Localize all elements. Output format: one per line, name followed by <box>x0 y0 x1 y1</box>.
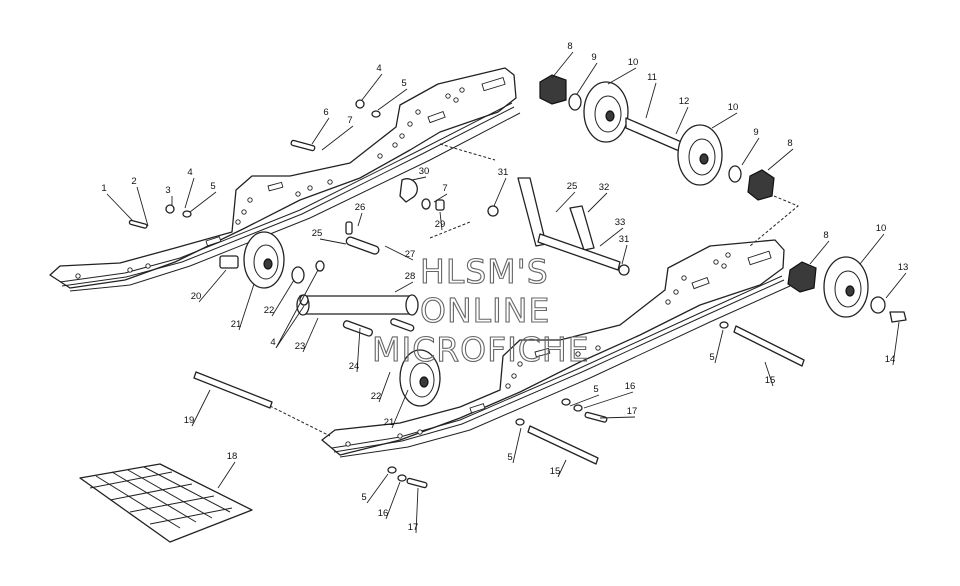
callout-5: 5 <box>401 78 406 89</box>
track-clip-segment <box>79 463 253 543</box>
callout-18: 18 <box>227 451 238 462</box>
watermark: HLSM'S ONLINE MICROFICHE <box>371 251 590 369</box>
callout-21: 21 <box>231 319 242 330</box>
callout-4: 4 <box>187 167 192 178</box>
callout-10: 10 <box>728 102 739 113</box>
callout-25: 25 <box>567 181 578 192</box>
front-idler-assembly <box>787 256 907 323</box>
callout-22: 22 <box>264 305 275 316</box>
callout-13: 13 <box>898 262 909 273</box>
rear-idler-axle-assembly <box>539 74 775 201</box>
alignment-lines <box>269 143 799 437</box>
bearing-right <box>747 169 775 201</box>
callout-7: 7 <box>347 115 352 126</box>
callout-23: 23 <box>295 341 306 352</box>
callout-12: 12 <box>679 96 690 107</box>
callout-5: 5 <box>210 181 215 192</box>
lower-wheels <box>219 231 441 407</box>
callout-31: 31 <box>498 167 509 178</box>
left-rail <box>49 67 521 292</box>
callout-4: 4 <box>376 63 381 74</box>
callout-10: 10 <box>628 57 639 68</box>
callout-1: 1 <box>101 183 106 194</box>
callout-5: 5 <box>593 384 598 395</box>
callout-17: 17 <box>627 406 638 417</box>
callout-26: 26 <box>355 202 366 213</box>
callout-15: 15 <box>765 375 776 386</box>
callout-16: 16 <box>378 508 389 519</box>
callout-22: 22 <box>371 391 382 402</box>
callout-33: 33 <box>615 217 626 228</box>
callout-8: 8 <box>567 41 572 52</box>
callout-8: 8 <box>823 230 828 241</box>
callout-3: 3 <box>165 185 170 196</box>
callout-19: 19 <box>184 415 195 426</box>
watermark-line-2: ONLINE <box>420 291 550 330</box>
right-rail <box>321 239 791 458</box>
callout-25: 25 <box>312 228 323 239</box>
callout-32: 32 <box>599 182 610 193</box>
callout-2: 2 <box>131 176 136 187</box>
callout-6: 6 <box>323 107 328 118</box>
callout-5: 5 <box>507 452 512 463</box>
callout-9: 9 <box>753 127 758 138</box>
callout-7: 7 <box>442 183 447 194</box>
callout-20: 20 <box>191 291 202 302</box>
callout-29: 29 <box>435 219 446 230</box>
leader-lines <box>106 51 907 534</box>
callout-27: 27 <box>405 249 416 260</box>
callout-14: 14 <box>885 354 896 365</box>
callout-15: 15 <box>550 466 561 477</box>
callout-5: 5 <box>709 352 714 363</box>
watermark-line-1: HLSM'S <box>420 252 549 291</box>
callout-16: 16 <box>625 381 636 392</box>
callout-4: 4 <box>270 337 275 348</box>
callout-31: 31 <box>619 234 630 245</box>
callout-8: 8 <box>787 138 792 149</box>
callout-24: 24 <box>349 361 360 372</box>
callout-10: 10 <box>876 223 887 234</box>
callout-17: 17 <box>408 522 419 533</box>
center-suspension <box>296 177 630 337</box>
callout-9: 9 <box>591 52 596 63</box>
watermark-line-3: MICROFICHE <box>372 330 590 369</box>
bearing-left <box>539 74 567 105</box>
shafts-and-bolts <box>128 99 805 489</box>
callout-5: 5 <box>361 492 366 503</box>
callout-11: 11 <box>647 72 657 83</box>
callout-21: 21 <box>384 417 395 428</box>
callout-28: 28 <box>405 271 416 282</box>
callout-30: 30 <box>419 166 430 177</box>
